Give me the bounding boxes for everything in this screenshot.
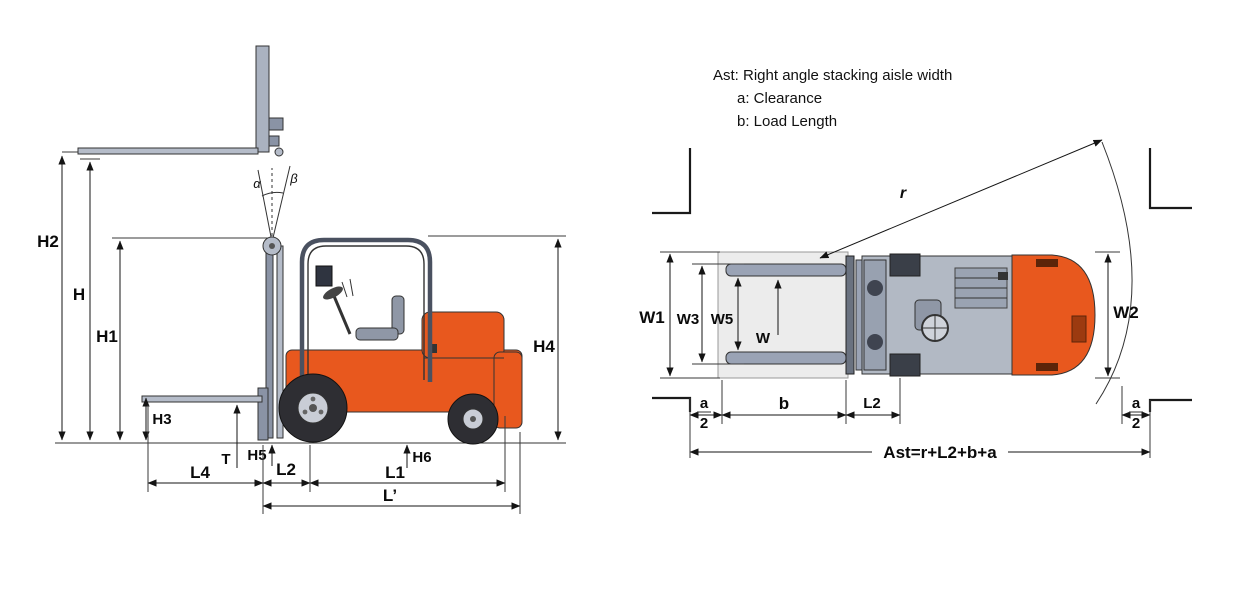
turning-radius: r bbox=[819, 139, 1133, 405]
wall-bottom-right bbox=[1148, 398, 1192, 412]
dim-h: H bbox=[73, 161, 94, 441]
dim-w5: W5 bbox=[711, 277, 742, 351]
counterweight-slot-lower bbox=[1036, 363, 1058, 371]
label-r: r bbox=[900, 185, 907, 202]
wall-top-left bbox=[652, 148, 692, 215]
dash-panel bbox=[315, 265, 333, 287]
hatch-latch bbox=[998, 272, 1008, 280]
label-l4: L4 bbox=[190, 463, 210, 482]
counterweight-top bbox=[1011, 254, 1096, 376]
dim-h1: H1 bbox=[96, 240, 124, 441]
dim-t: T bbox=[221, 404, 241, 468]
dim-h5: H5 bbox=[247, 444, 276, 466]
dim-w1: W1 bbox=[639, 253, 674, 377]
dim-w3: W3 bbox=[677, 265, 706, 363]
tilt-cylinder-upper bbox=[867, 280, 883, 296]
label-h3: H3 bbox=[152, 411, 171, 428]
label-l2-top: L2 bbox=[863, 395, 881, 412]
front-wheel bbox=[278, 373, 348, 443]
dim-h2: H2 bbox=[37, 155, 66, 441]
label-h2: H2 bbox=[37, 232, 59, 251]
seat-cushion bbox=[355, 327, 399, 341]
rear-wheel bbox=[447, 393, 499, 445]
turning-arc bbox=[1095, 141, 1133, 405]
raised-fork-carriage bbox=[77, 45, 284, 157]
dim-ast: Ast=r+L2+b+a bbox=[689, 443, 1151, 462]
label-2-left: 2 bbox=[700, 415, 708, 432]
hood-latch bbox=[428, 344, 437, 353]
dim-h4: H4 bbox=[533, 238, 562, 441]
r-arrow bbox=[819, 139, 1103, 259]
mast-pulley-hub bbox=[269, 243, 275, 249]
legend: Ast: Right angle stacking aisle width a:… bbox=[713, 67, 952, 130]
backrest-bar bbox=[855, 259, 863, 371]
label-w1: W1 bbox=[639, 308, 665, 327]
wall-bottom-left bbox=[652, 396, 692, 412]
label-a-left: a bbox=[700, 395, 709, 412]
front-wheel-top-lower bbox=[889, 353, 921, 377]
tilt-cylinder-lower bbox=[867, 334, 883, 350]
overhead-guard bbox=[299, 237, 433, 382]
label-h6: H6 bbox=[412, 449, 431, 466]
steering-column bbox=[332, 295, 352, 335]
dim-l2-top: L2 bbox=[845, 395, 901, 419]
forklift-side bbox=[141, 236, 523, 445]
legend-b: b: Load Length bbox=[737, 113, 837, 130]
forklift-top bbox=[845, 253, 1096, 377]
legend-a: a: Clearance bbox=[737, 90, 822, 107]
fork-top-view-upper bbox=[725, 263, 847, 277]
mast-top-view bbox=[863, 259, 887, 371]
label-b: b bbox=[779, 394, 789, 413]
dim-l4: L4 bbox=[147, 463, 264, 487]
fork-carriage bbox=[257, 387, 269, 441]
counterweight bbox=[493, 351, 523, 429]
counterweight-slot-rear bbox=[1071, 315, 1087, 343]
dim-h3: H3 bbox=[142, 397, 172, 441]
dim-h6: H6 bbox=[403, 444, 432, 468]
counterweight-slot-upper bbox=[1036, 259, 1058, 267]
dim-w2: W2 bbox=[1104, 253, 1139, 377]
label-w3: W3 bbox=[677, 311, 700, 328]
dim-l2-side: L2 bbox=[262, 460, 311, 487]
dim-a2-right: a 2 bbox=[1121, 395, 1151, 432]
fork-blade bbox=[141, 395, 263, 403]
dim-a2-left: a 2 bbox=[689, 395, 723, 432]
steering-wheel bbox=[323, 286, 343, 300]
legend-ast: Ast: Right angle stacking aisle width bbox=[713, 67, 952, 84]
overhead-guard-inner bbox=[307, 245, 425, 382]
label-beta: β bbox=[289, 171, 298, 186]
label-ast-formula: Ast=r+L2+b+a bbox=[883, 443, 997, 462]
label-h4: H4 bbox=[533, 337, 555, 356]
dim-w: W bbox=[756, 279, 782, 347]
dim-l1: L1 bbox=[309, 463, 506, 487]
label-l1: L1 bbox=[385, 463, 405, 482]
label-l2-side: L2 bbox=[276, 460, 296, 479]
label-h5: H5 bbox=[247, 447, 266, 464]
top-view: Ast: Right angle stacking aisle width a:… bbox=[639, 67, 1192, 462]
label-alpha: α bbox=[253, 176, 261, 191]
wall-top-right bbox=[1148, 148, 1192, 210]
label-t: T bbox=[221, 451, 230, 468]
fork-top-view-lower bbox=[725, 351, 847, 365]
carriage-bar bbox=[845, 255, 855, 375]
label-h: H bbox=[73, 285, 85, 304]
dim-b: b bbox=[721, 394, 847, 419]
side-view: α β bbox=[37, 45, 566, 514]
label-h1: H1 bbox=[96, 327, 118, 346]
label-a-right: a bbox=[1132, 395, 1141, 412]
label-2-right: 2 bbox=[1132, 415, 1140, 432]
label-w5: W5 bbox=[711, 311, 734, 328]
label-l-prime: L’ bbox=[383, 486, 397, 505]
front-wheel-top-upper bbox=[889, 253, 921, 277]
label-w2: W2 bbox=[1113, 303, 1139, 322]
label-w: W bbox=[756, 330, 771, 347]
tilt-angles: α β bbox=[253, 165, 298, 243]
dim-l-prime: L’ bbox=[262, 486, 521, 510]
